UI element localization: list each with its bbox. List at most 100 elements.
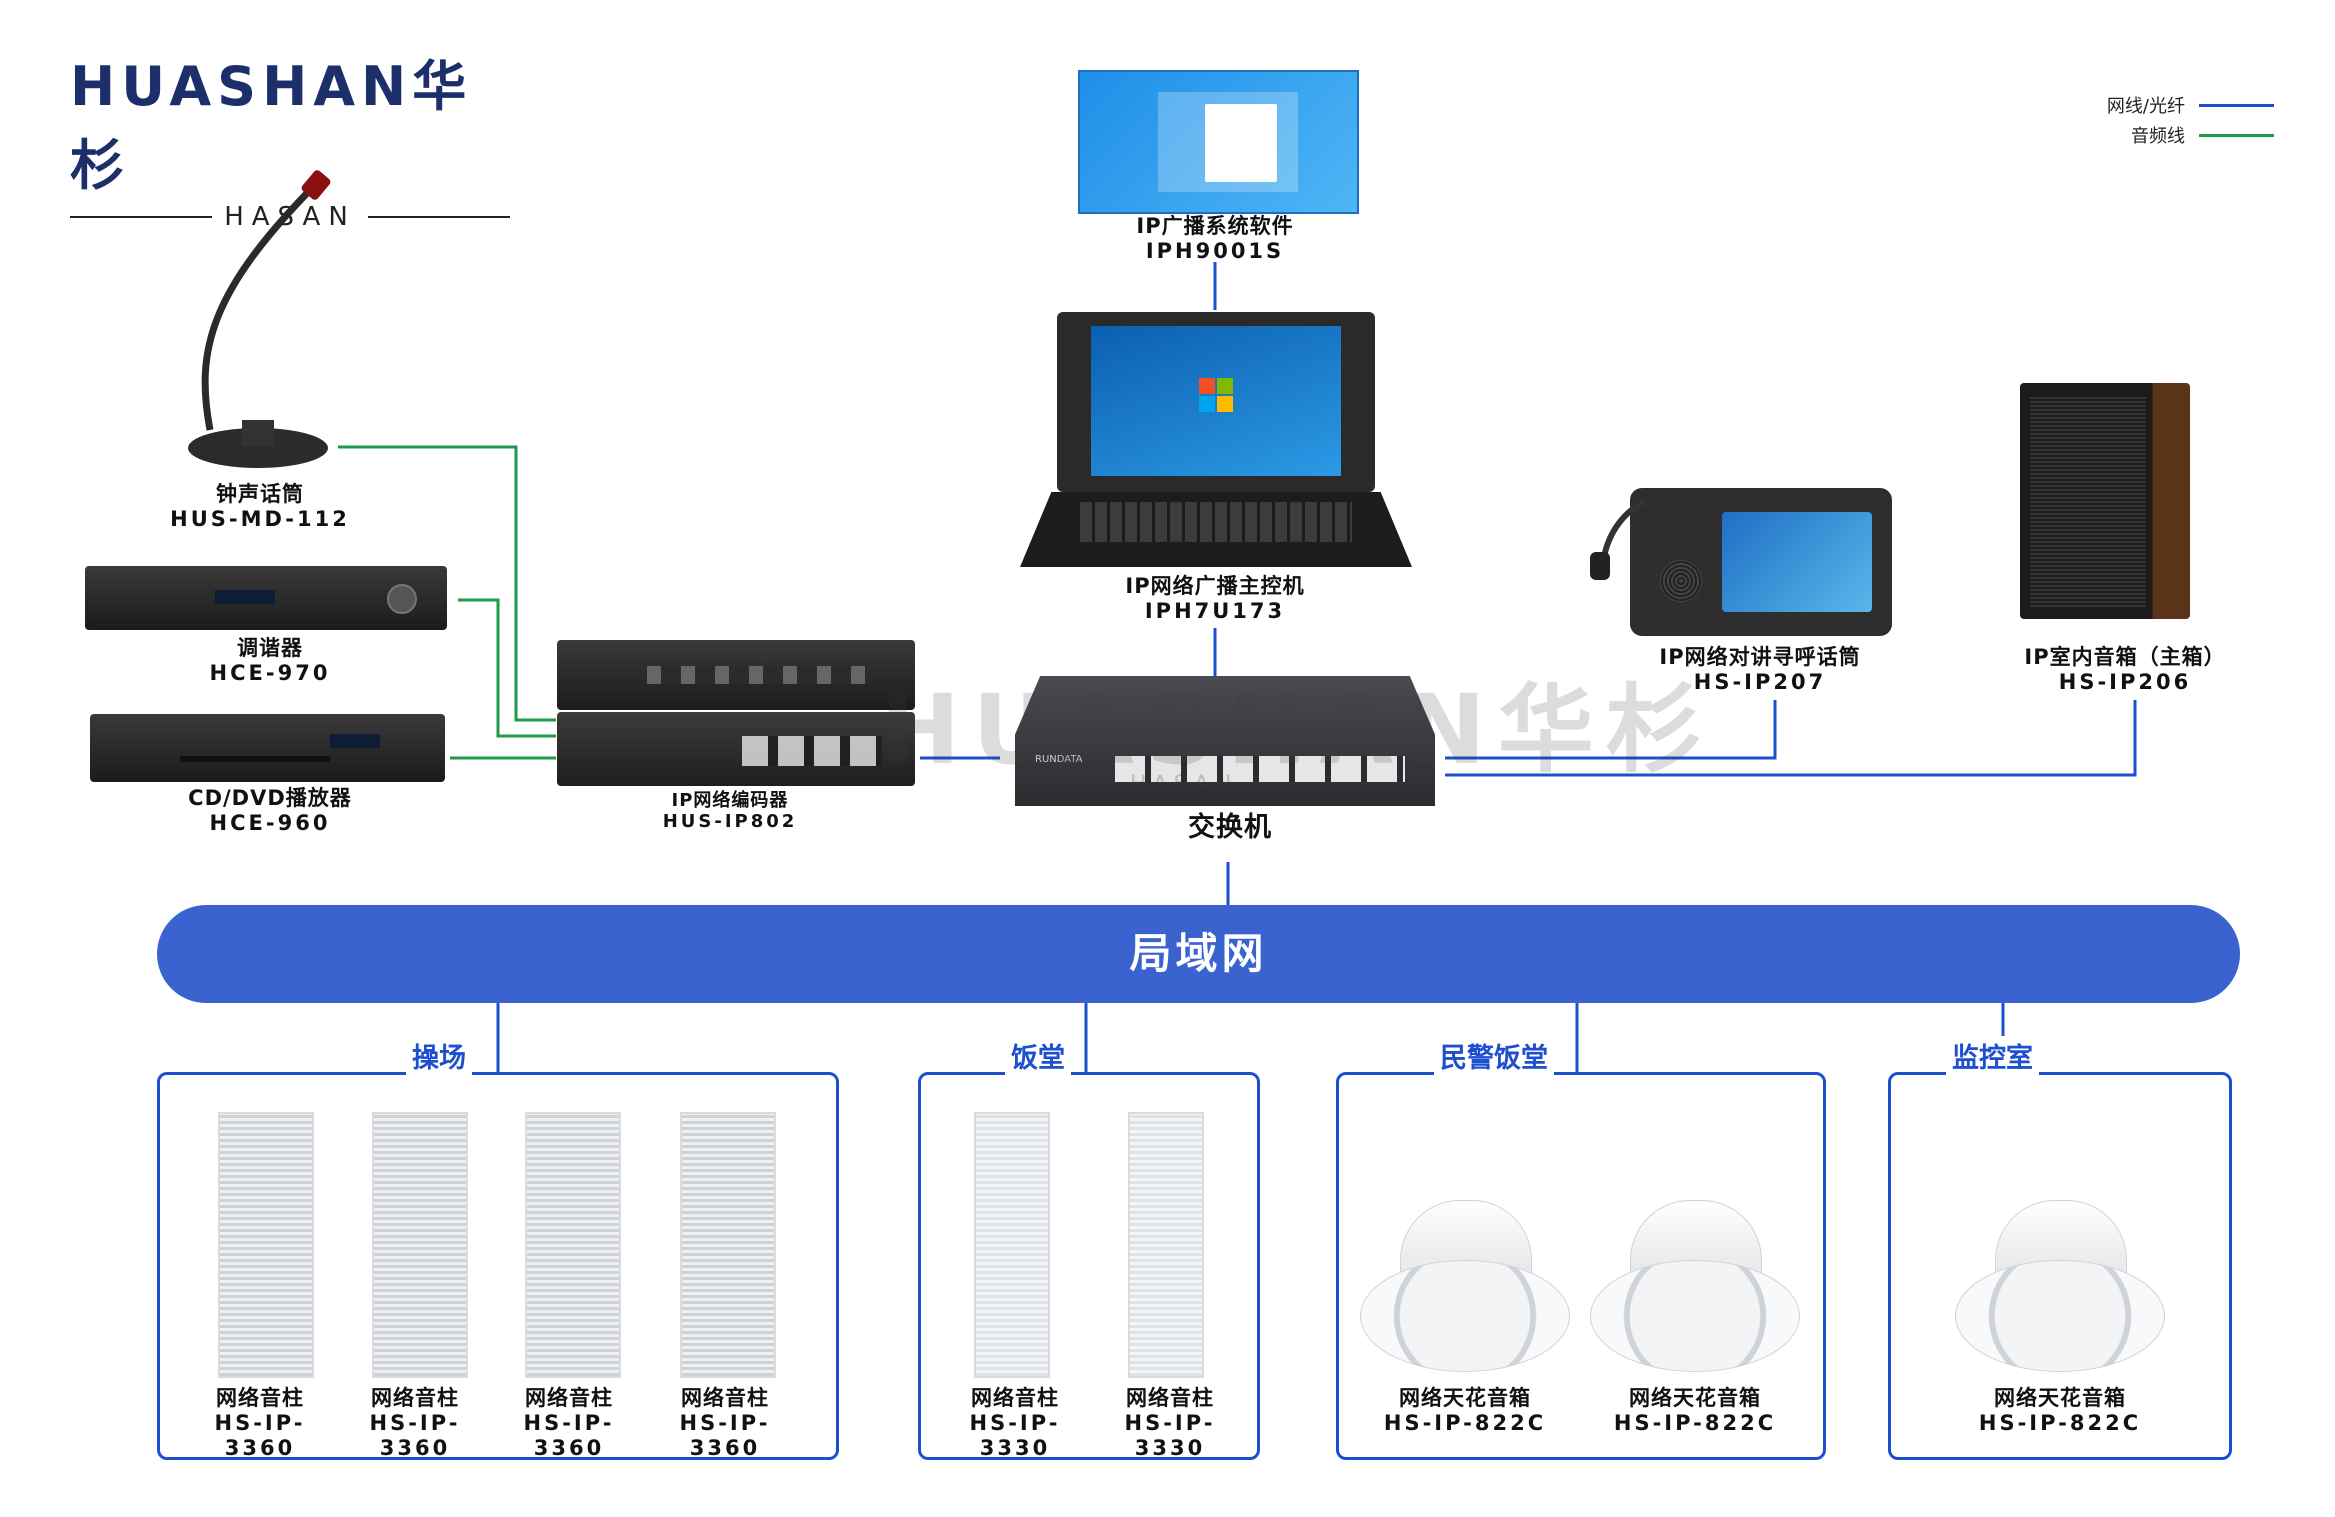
zone-title: 民警饭堂 — [1434, 1036, 1554, 1075]
legend: 网线/光纤 音频线 — [2080, 90, 2280, 150]
host-keyboard — [1020, 492, 1412, 567]
column-speaker — [372, 1112, 468, 1378]
intercom-mic-icon — [1584, 492, 1664, 582]
indoor-label: IP室内音箱（主箱） HS-IP206 — [1990, 645, 2260, 695]
windows-logo-icon — [1199, 378, 1233, 412]
column-speaker — [680, 1112, 776, 1378]
legend-label: 网线/光纤 — [2106, 96, 2185, 117]
encoder-ports — [742, 736, 882, 766]
speaker-grille — [2030, 397, 2146, 607]
gooseneck-mic — [180, 170, 340, 470]
item-model: HS-IP-822C — [1383, 1411, 1547, 1435]
tuner-device — [85, 566, 447, 630]
encoder-model: HUS-IP802 — [662, 811, 798, 832]
mic-model: HUS-MD-112 — [170, 507, 350, 531]
intercom-device — [1630, 488, 1892, 636]
switch-name: 交换机 — [1188, 812, 1272, 843]
encoder-panel — [647, 666, 867, 684]
host-console — [1057, 312, 1375, 492]
item-model: HS-IP-822C — [1613, 1411, 1777, 1435]
encoder-name: IP网络编码器 — [671, 790, 789, 811]
host-label: IP网络广播主控机 IPH7U173 — [1080, 574, 1350, 624]
mic-label: 钟声话筒 HUS-MD-112 — [140, 482, 380, 532]
divider — [367, 216, 510, 218]
item-name: 网络天花音箱 — [1399, 1386, 1531, 1410]
ceiling-speaker — [1955, 1200, 2165, 1380]
zone-item-label: 网络天花音箱 HS-IP-822C — [1375, 1386, 1555, 1436]
ceiling-speaker — [1360, 1200, 1570, 1380]
dvd-name: CD/DVD播放器 — [188, 786, 352, 810]
zone-item-label: 网络音柱 HS-IP-3360 — [180, 1386, 340, 1461]
tuner-name: 调谐器 — [237, 636, 303, 660]
lan-label: 局域网 — [1129, 929, 1268, 978]
speaker-face — [1590, 1260, 1800, 1372]
item-model: HS-IP-3330 — [1124, 1411, 1216, 1460]
mic-name: 钟声话筒 — [216, 482, 304, 506]
tuner-knob-icon — [387, 584, 417, 614]
intercom-screen — [1722, 512, 1872, 612]
zone-item-label: 网络天花音箱 HS-IP-822C — [1605, 1386, 1785, 1436]
item-name: 网络音柱 — [971, 1386, 1059, 1410]
item-name: 网络音柱 — [1126, 1386, 1214, 1410]
divider — [70, 216, 213, 218]
zone-item-label: 网络音柱 HS-IP-3330 — [935, 1386, 1095, 1461]
software-label: IP广播系统软件 IPH9001S — [1080, 214, 1350, 264]
audio-line-tuner — [458, 598, 556, 738]
item-model: HS-IP-3330 — [969, 1411, 1061, 1460]
intercom-speaker-icon — [1660, 560, 1702, 602]
column-speaker — [218, 1112, 314, 1378]
item-model: HS-IP-3360 — [369, 1411, 461, 1460]
dvd-label: CD/DVD播放器 HCE-960 — [140, 786, 400, 836]
software-model: IPH9001S — [1145, 239, 1285, 263]
intercom-name: IP网络对讲寻呼话筒 — [1659, 645, 1861, 669]
zone-title: 监控室 — [1946, 1036, 2039, 1075]
indoor-speaker — [2020, 383, 2190, 619]
ceiling-speaker — [1590, 1200, 1800, 1380]
net-line-intercom — [1445, 700, 1777, 760]
column-speaker — [974, 1112, 1050, 1378]
brand-logo: HUASHAN华杉 HASAN — [70, 42, 510, 232]
software-name: IP广播系统软件 — [1136, 214, 1294, 238]
item-model: HS-IP-3360 — [679, 1411, 771, 1460]
keyboard-keys — [1080, 502, 1352, 542]
audio-line-mic — [338, 445, 556, 722]
host-model: IPH7U173 — [1144, 599, 1286, 623]
legend-line-audio — [2199, 133, 2274, 137]
tuner-label: 调谐器 HCE-970 — [140, 636, 400, 686]
zone-title: 操场 — [406, 1036, 472, 1075]
legend-item-network: 网线/光纤 — [2080, 90, 2280, 120]
zone-item-label: 网络音柱 HS-IP-3330 — [1090, 1386, 1250, 1461]
switch-ports — [1115, 756, 1405, 782]
legend-item-audio: 音频线 — [2080, 120, 2280, 150]
dvd-model: HCE-960 — [209, 811, 331, 835]
mic-shape — [188, 170, 331, 468]
column-speaker — [1128, 1112, 1204, 1378]
indoor-name: IP室内音箱（主箱） — [2024, 645, 2226, 669]
item-name: 网络音柱 — [216, 1386, 304, 1410]
encoder-device — [557, 640, 915, 710]
watermark: HUASHAN华杉 — [880, 674, 1714, 786]
column-speaker — [525, 1112, 621, 1378]
switch-device: RUNDATA — [1015, 676, 1435, 806]
item-model: HS-IP-3360 — [214, 1411, 306, 1460]
zone-item-label: 网络音柱 HS-IP-3360 — [489, 1386, 649, 1461]
zone-title: 饭堂 — [1005, 1036, 1071, 1075]
net-line-indoor — [1445, 700, 2137, 777]
item-model: HS-IP-822C — [1978, 1411, 2142, 1435]
dvd-display — [330, 734, 380, 748]
intercom-label: IP网络对讲寻呼话筒 HS-IP207 — [1620, 645, 1900, 695]
dvd-device — [90, 714, 445, 782]
legend-label: 音频线 — [2131, 126, 2185, 147]
speaker-face — [1360, 1260, 1570, 1372]
item-name: 网络音柱 — [681, 1386, 769, 1410]
item-name: 网络天花音箱 — [1994, 1386, 2126, 1410]
tuner-display — [215, 590, 275, 604]
intercom-model: HS-IP207 — [1693, 670, 1827, 694]
zone-item-label: 网络音柱 HS-IP-3360 — [645, 1386, 805, 1461]
watermark-sub: HASAN — [1130, 772, 1238, 797]
tuner-model: HCE-970 — [209, 661, 331, 685]
item-name: 网络天花音箱 — [1629, 1386, 1761, 1410]
switch-brand: RUNDATA — [1035, 754, 1083, 765]
lan-bar: 局域网 — [157, 905, 2240, 1003]
item-model: HS-IP-3360 — [523, 1411, 615, 1460]
